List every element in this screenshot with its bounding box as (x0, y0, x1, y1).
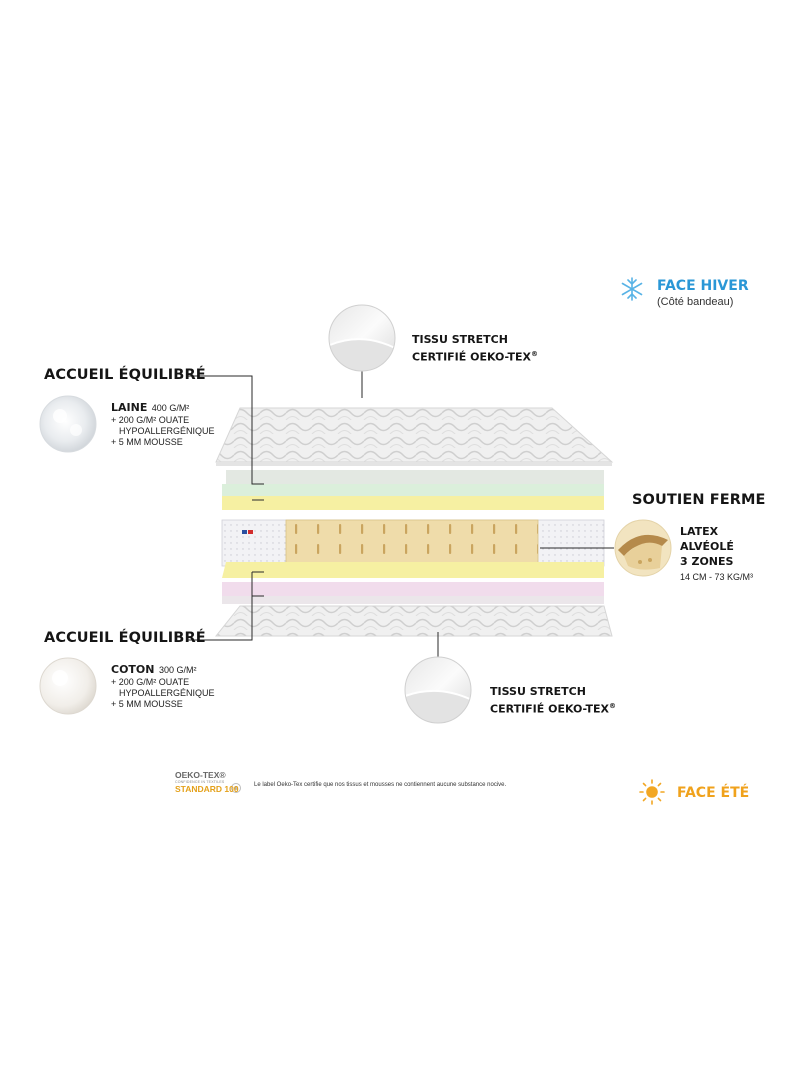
summer-face-title: FACE ÉTÉ (677, 785, 750, 801)
comfort-bottom-title: ACCUEIL ÉQUILIBRÉ (44, 630, 206, 646)
comfort-bottom-details: COTON 300 G/M² + 200 G/M² OUATE HYPOALLE… (111, 662, 215, 710)
support-details: LATEX ALVÉOLÉ 3 ZONES (680, 524, 734, 569)
comfort-bottom-weight: 300 G/M² (158, 665, 197, 675)
top-quilted-layer (215, 407, 614, 466)
green-comfort-layer (222, 470, 604, 496)
yellow-foam-top (222, 496, 604, 510)
comfort-top-material-line: LAINE 400 G/M² (111, 400, 215, 415)
bottom-fabric-line2-text: CERTIFIÉ OEKO-TEX (490, 702, 610, 716)
bottom-fabric-swatch (404, 656, 472, 724)
top-fabric-mark: ® (531, 350, 539, 358)
top-fabric-line1: TISSU STRETCH (412, 333, 508, 346)
callout-lines (188, 371, 614, 657)
oeko-tex-logo-line1: OEKO-TEX® (175, 770, 226, 780)
comfort-bottom-detail-2: HYPOALLERGÉNIQUE (119, 688, 215, 698)
comfort-top-detail-3: + 5 MM MOUSSE (111, 437, 183, 447)
winter-face-title: FACE HIVER (657, 278, 749, 294)
cotton-swatch (39, 657, 97, 715)
support-title: SOUTIEN FERME (632, 492, 766, 508)
wool-swatch (39, 395, 97, 453)
certification-disclaimer: Le label Oeko-Tex certifie que nos tissu… (254, 782, 507, 788)
comfort-bottom-material: COTON (111, 663, 155, 676)
comfort-top-title: ACCUEIL ÉQUILIBRÉ (44, 367, 206, 383)
bottom-fabric-line2: CERTIFIÉ OEKO-TEX® (490, 699, 616, 717)
latex-core-block (221, 519, 605, 567)
bottom-fabric-mark: ® (609, 702, 617, 710)
bottom-fabric-line1: TISSU STRETCH (490, 685, 586, 698)
sun-icon (639, 779, 665, 805)
comfort-top-weight: 400 G/M² (151, 403, 190, 413)
top-fabric-line2-text: CERTIFIÉ OEKO-TEX (412, 350, 532, 364)
snowflake-icon (621, 277, 643, 301)
comfort-top-detail-1: + 200 G/M² OUATE (111, 415, 190, 425)
pink-comfort-layer (222, 582, 604, 604)
oeko-tex-sun-badge (231, 783, 241, 793)
support-line-1: LATEX (680, 525, 719, 538)
bottom-fabric-label: TISSU STRETCH CERTIFIÉ OEKO-TEX® (490, 684, 616, 717)
comfort-bottom-detail-3: + 5 MM MOUSSE (111, 699, 183, 709)
oeko-tex-logo-line3: STANDARD 100 (175, 784, 239, 794)
comfort-top-material: LAINE (111, 401, 148, 414)
winter-face-subtitle: (Côté bandeau) (657, 296, 734, 308)
support-line-3: 3 ZONES (680, 555, 734, 568)
oeko-tex-logo: OEKO-TEX® CONFIDENCE IN TEXTILES STANDAR… (175, 770, 239, 794)
support-spec: 14 CM - 73 KG/M³ (680, 572, 754, 582)
bottom-quilted-layer (214, 605, 613, 637)
top-fabric-label: TISSU STRETCH CERTIFIÉ OEKO-TEX® (412, 332, 538, 365)
support-line-2: ALVÉOLÉ (680, 540, 734, 553)
comfort-top-details: LAINE 400 G/M² + 200 G/M² OUATE HYPOALLE… (111, 400, 215, 448)
yellow-foam-bottom (222, 562, 604, 578)
latex-swatch (614, 519, 672, 577)
oeko-tex-logo-line2: CONFIDENCE IN TEXTILES (175, 780, 225, 784)
top-fabric-line2: CERTIFIÉ OEKO-TEX® (412, 347, 538, 365)
comfort-top-detail-2: HYPOALLERGÉNIQUE (119, 426, 215, 436)
comfort-bottom-material-line: COTON 300 G/M² (111, 662, 215, 677)
top-fabric-swatch (328, 304, 396, 372)
comfort-bottom-detail-1: + 200 G/M² OUATE (111, 677, 190, 687)
